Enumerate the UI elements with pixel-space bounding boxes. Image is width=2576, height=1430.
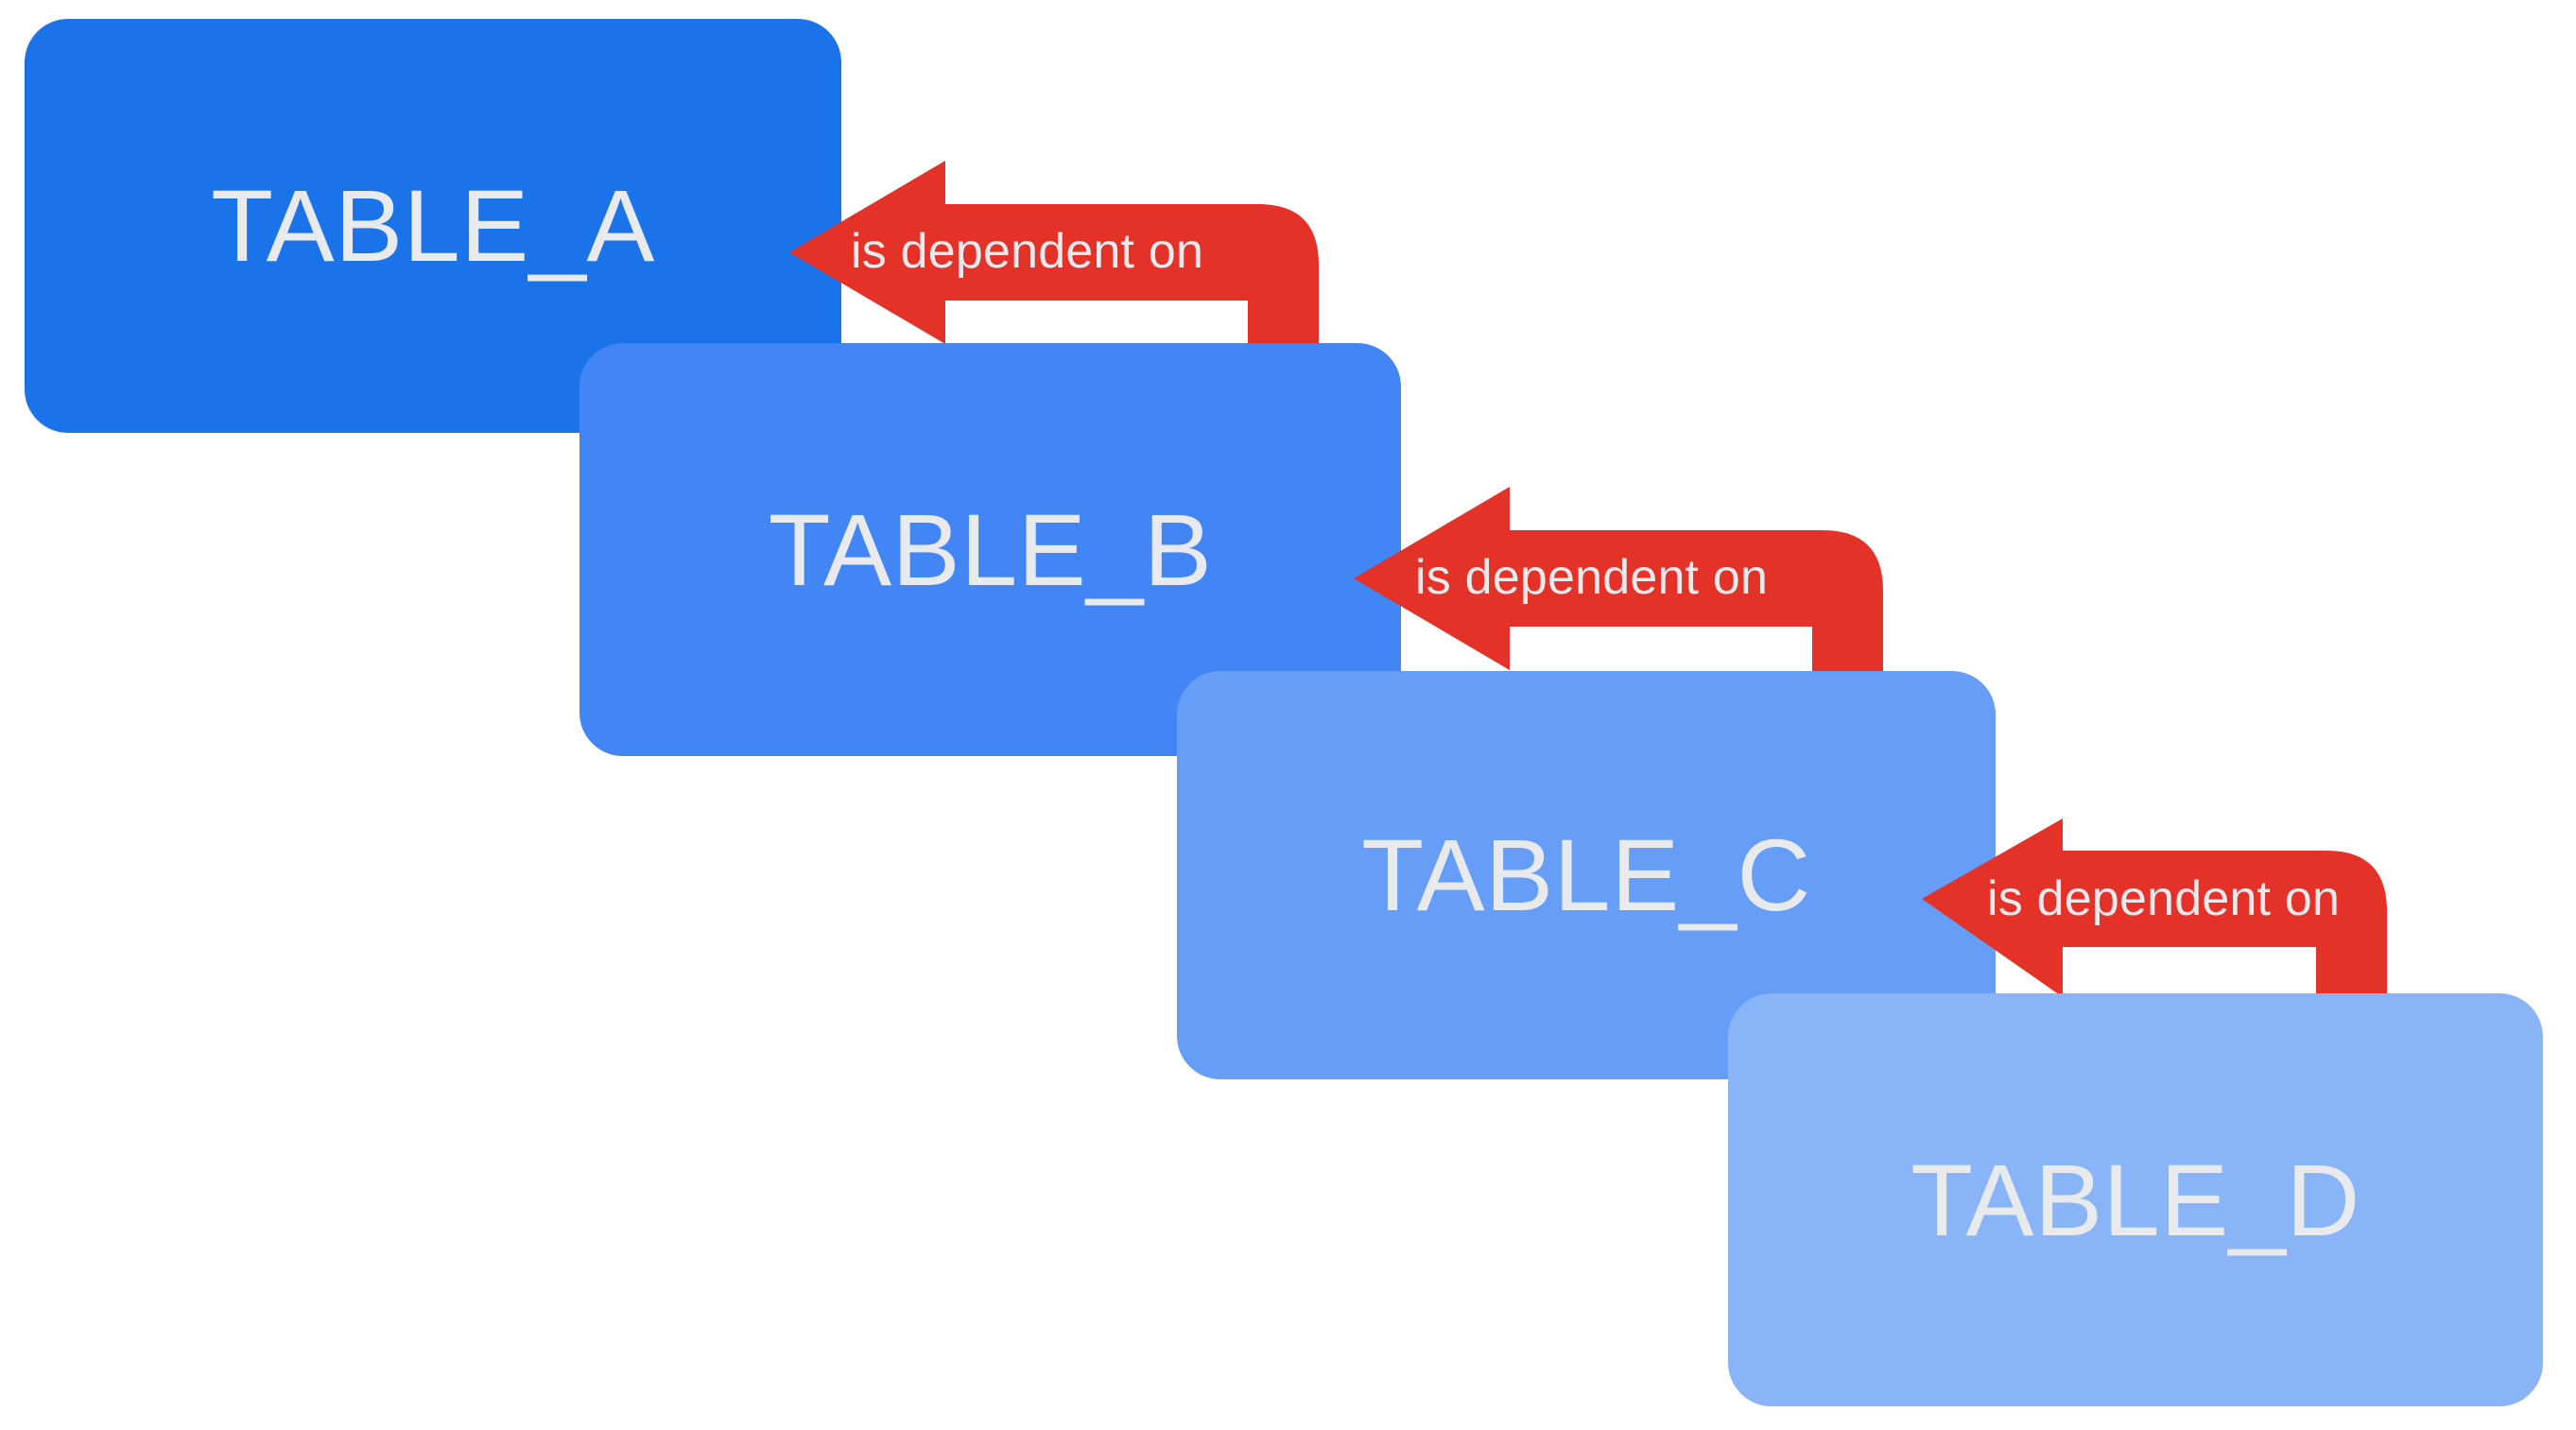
node-table-a[interactable]: TABLE_A <box>25 19 841 433</box>
edge-label-b-c: is dependent on <box>1415 550 1769 605</box>
node-label-table-c: TABLE_C <box>1361 818 1811 932</box>
node-label-table-b: TABLE_B <box>768 491 1213 607</box>
node-label-table-a: TABLE_A <box>211 168 655 283</box>
edge-label-a-b: is dependent on <box>851 224 1204 279</box>
node-label-table-d: TABLE_D <box>1910 1142 2360 1257</box>
edge-label-c-d: is dependent on <box>1987 871 2341 926</box>
node-table-d[interactable]: TABLE_D <box>1728 993 2543 1406</box>
